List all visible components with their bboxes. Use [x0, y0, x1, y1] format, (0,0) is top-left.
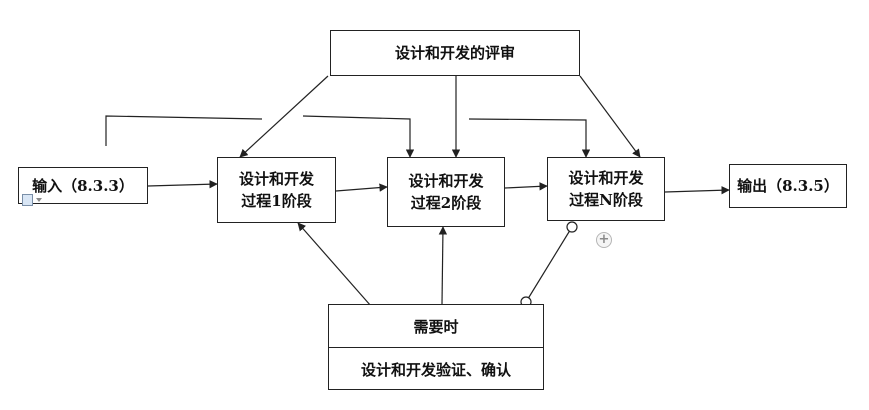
stageN-line1: 设计和开发 [568, 169, 644, 187]
arrow-review-to-stageN [579, 75, 641, 158]
stage1-line2: 过程1阶段 [241, 192, 312, 210]
arrow-input-to-stage1 [147, 180, 218, 189]
stage2-line1: 设计和开发 [408, 172, 484, 190]
doc-icon [22, 194, 33, 206]
bracket-mid [302, 115, 415, 158]
document-anchor-icon[interactable] [22, 193, 44, 207]
chevron-down-icon [36, 198, 42, 202]
arrow-verification-to-stage2 [438, 226, 448, 305]
arrow-verification-to-stage1 [297, 222, 379, 315]
arrow-stage2-to-stageN [504, 182, 548, 191]
stage2-line2: 过程2阶段 [410, 194, 482, 212]
stageN-line2: 过程N阶段 [569, 191, 643, 209]
plus-circle-icon[interactable]: + [596, 232, 612, 248]
arrow-review-to-stage1 [239, 75, 329, 158]
stage1-line1: 设计和开发 [238, 170, 314, 188]
input-label: 输入（8.3.3） [32, 176, 134, 195]
verification-box: 需要时 设计和开发验证、确认 [328, 304, 544, 390]
stageN-box: 设计和开发 过程N阶段 [547, 157, 665, 221]
arrow-stageN-to-output [664, 186, 730, 195]
verification-bottom-label: 设计和开发验证、确认 [329, 347, 543, 390]
connector-verification-to-stageN [525, 226, 573, 303]
bracket-right [468, 118, 591, 158]
stage1-box: 设计和开发 过程1阶段 [217, 157, 336, 223]
connector-end-top [566, 221, 578, 233]
input-box: 输入（8.3.3） [18, 167, 148, 204]
review-box: 设计和开发的评审 [330, 30, 580, 76]
output-label: 输出（8.3.5） [737, 177, 839, 195]
bracket-left [105, 115, 263, 146]
review-label: 设计和开发的评审 [394, 44, 515, 62]
output-box: 输出（8.3.5） [729, 164, 847, 208]
arrow-stage1-to-stage2 [335, 183, 388, 192]
verification-top-label: 需要时 [413, 317, 459, 336]
stage2-box: 设计和开发 过程2阶段 [387, 157, 505, 227]
